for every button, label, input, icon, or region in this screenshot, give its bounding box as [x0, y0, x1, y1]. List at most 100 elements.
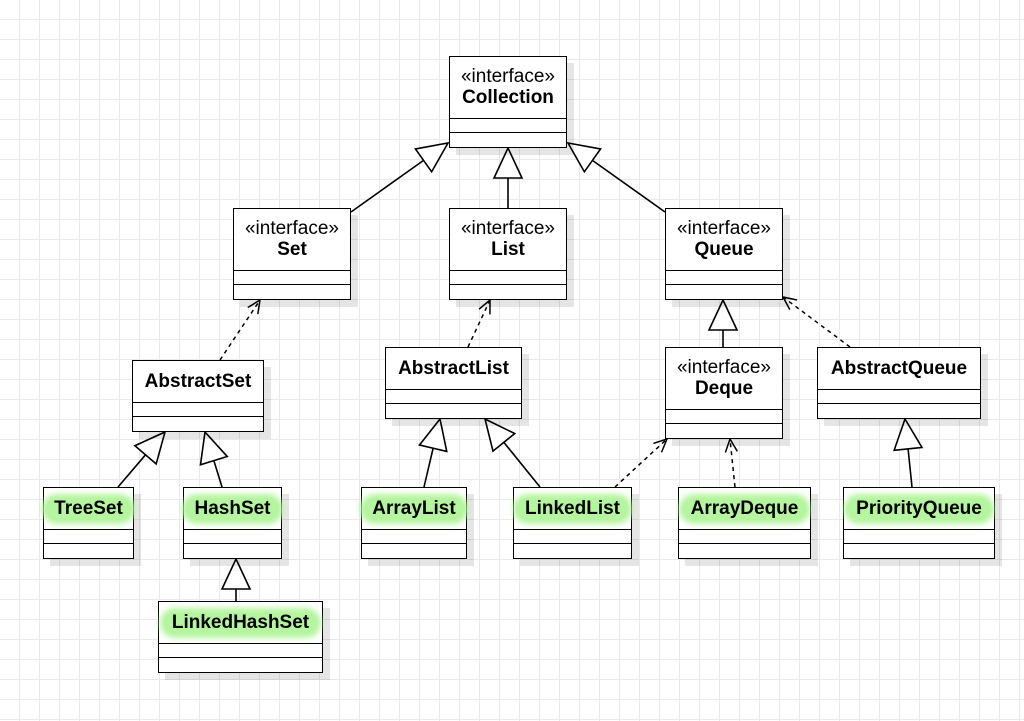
attributes-section: [234, 271, 350, 285]
class-header: TreeSet: [44, 488, 133, 530]
attributes-section: [514, 530, 631, 544]
attributes-section: [184, 530, 281, 544]
methods-section: [44, 544, 133, 557]
relation-inheritance: [199, 430, 229, 488]
relation-realization: [614, 437, 669, 488]
stereotype-label: «interface»: [676, 218, 771, 239]
class-header: «interface» Set: [234, 209, 350, 271]
class-header: ArrayDeque: [679, 488, 810, 530]
relation-inheritance: [350, 141, 450, 213]
class-name: ArrayList: [364, 497, 464, 520]
relation-inheritance: [492, 146, 524, 208]
methods-section: [514, 544, 631, 557]
class-header: LinkedHashSet: [159, 602, 322, 644]
attributes-section: [818, 390, 980, 404]
attributes-section: [44, 530, 133, 544]
class-collection: «interface» Collection: [449, 56, 567, 148]
class-header: «interface» Collection: [450, 57, 566, 119]
methods-section: [234, 285, 350, 298]
class-header: ArrayList: [362, 488, 466, 530]
methods-section: [844, 544, 994, 557]
methods-section: [133, 417, 263, 430]
hollow-triangle-arrowhead: [133, 430, 167, 466]
attributes-section: [386, 390, 521, 404]
class-header: AbstractList: [386, 348, 521, 390]
class-header: LinkedList: [514, 488, 631, 530]
stereotype-label: «interface»: [460, 218, 555, 239]
attributes-section: [362, 530, 466, 544]
class-name: AbstractSet: [144, 370, 252, 392]
relation-inheritance: [566, 141, 666, 213]
class-name: LinkedHashSet: [163, 611, 318, 634]
class-header: «interface» Deque: [666, 348, 782, 410]
class-header: «interface» List: [450, 209, 566, 271]
class-abstract-list: AbstractList: [385, 347, 522, 419]
class-name: PriorityQueue: [848, 497, 990, 520]
methods-section: [184, 544, 281, 557]
open-arrowhead: [653, 437, 669, 453]
relation-realization: [467, 298, 491, 348]
hollow-triangle-arrowhead: [483, 417, 517, 453]
relation-inheritance: [117, 430, 167, 488]
class-name: Deque: [694, 378, 754, 399]
attributes-section: [844, 530, 994, 544]
hollow-triangle-arrowhead: [566, 141, 602, 174]
methods-section: [386, 404, 521, 417]
relation-inheritance: [220, 557, 252, 601]
attributes-section: [666, 410, 782, 424]
methods-section: [450, 285, 566, 298]
relation-realization: [724, 437, 738, 488]
relation-inheritance: [418, 417, 448, 488]
attributes-section: [679, 530, 810, 544]
relation-realization: [219, 298, 261, 361]
open-arrowhead: [247, 298, 261, 315]
stereotype-label: «interface»: [676, 357, 771, 378]
methods-section: [159, 658, 322, 671]
methods-section: [666, 424, 782, 437]
methods-section: [362, 544, 466, 557]
hollow-triangle-arrowhead: [707, 298, 739, 331]
hollow-triangle-arrowhead: [199, 430, 229, 466]
class-tree-set: TreeSet: [43, 487, 134, 559]
class-name: TreeSet: [46, 497, 131, 520]
relation-realization: [781, 295, 851, 348]
class-linked-list: LinkedList: [513, 487, 632, 559]
hollow-triangle-arrowhead: [220, 557, 252, 590]
class-linked-hash-set: LinkedHashSet: [158, 601, 323, 673]
attributes-section: [159, 644, 322, 658]
class-header: AbstractSet: [133, 361, 263, 403]
class-name: LinkedList: [516, 497, 628, 520]
methods-section: [666, 285, 782, 298]
open-arrowhead: [724, 437, 738, 453]
class-hash-set: HashSet: [183, 487, 282, 559]
class-array-deque: ArrayDeque: [678, 487, 811, 559]
methods-section: [450, 133, 566, 146]
class-name: Queue: [694, 239, 754, 260]
hollow-triangle-arrowhead: [892, 417, 924, 452]
attributes-section: [666, 271, 782, 285]
class-name: AbstractList: [398, 357, 509, 379]
stereotype-label: «interface»: [460, 66, 555, 87]
class-name: Collection: [462, 87, 554, 108]
class-priority-queue: PriorityQueue: [843, 487, 995, 559]
class-header: «interface» Queue: [666, 209, 782, 271]
hollow-triangle-arrowhead: [414, 141, 450, 174]
open-arrowhead: [781, 295, 798, 310]
hollow-triangle-arrowhead: [492, 146, 524, 179]
hollow-triangle-arrowhead: [418, 417, 448, 453]
class-header: AbstractQueue: [818, 348, 980, 390]
class-deque: «interface» Deque: [665, 347, 783, 439]
class-queue: «interface» Queue: [665, 208, 783, 300]
class-abstract-queue: AbstractQueue: [817, 347, 981, 419]
methods-section: [818, 404, 980, 417]
class-header: PriorityQueue: [844, 488, 994, 530]
class-array-list: ArrayList: [361, 487, 467, 559]
attributes-section: [133, 403, 263, 417]
class-name: List: [491, 239, 525, 260]
class-name: ArrayDeque: [682, 497, 807, 520]
relation-inheritance: [483, 417, 541, 488]
class-name: AbstractQueue: [830, 357, 968, 379]
class-list: «interface» List: [449, 208, 567, 300]
